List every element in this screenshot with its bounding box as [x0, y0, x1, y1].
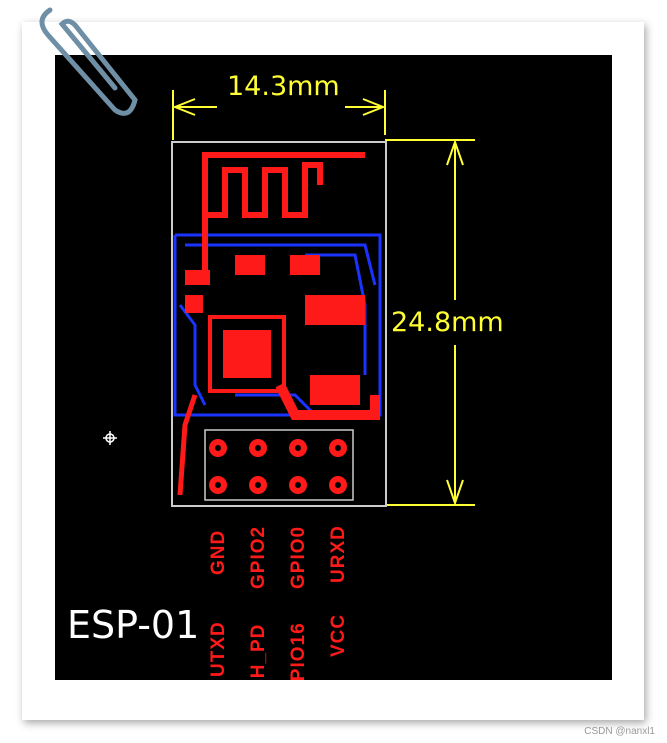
antenna-trace — [202, 152, 365, 285]
pin-label: UTXD — [208, 621, 229, 677]
module-title: ESP-01 — [67, 603, 200, 647]
board-outline — [171, 141, 387, 507]
header-outline — [204, 429, 354, 501]
width-dimension: 14.3mm — [227, 71, 340, 102]
pin-label: CH_PD — [248, 623, 269, 680]
pin-label: GND — [208, 529, 229, 575]
pcb-layout: 14.3mm 24.8mm GND GPIO2 GPIO0 URXD UTXD … — [55, 55, 612, 680]
header-pads — [209, 439, 347, 494]
pcb-drawing — [103, 90, 475, 507]
dimension-lines — [172, 90, 475, 507]
chip-pad — [223, 330, 271, 378]
paperclip-icon — [39, 7, 138, 116]
pin-label: GPIO16 — [288, 622, 309, 680]
pin-label: VCC — [328, 613, 349, 657]
pin-label: GPIO0 — [288, 525, 309, 589]
watermark: CSDN @nanxl1 — [584, 726, 655, 737]
height-dimension: 24.8mm — [391, 307, 504, 338]
copper-components — [177, 255, 380, 496]
pin-label: URXD — [328, 525, 349, 583]
origin-marker-icon — [103, 431, 117, 445]
pin-label: GPIO2 — [248, 525, 269, 589]
